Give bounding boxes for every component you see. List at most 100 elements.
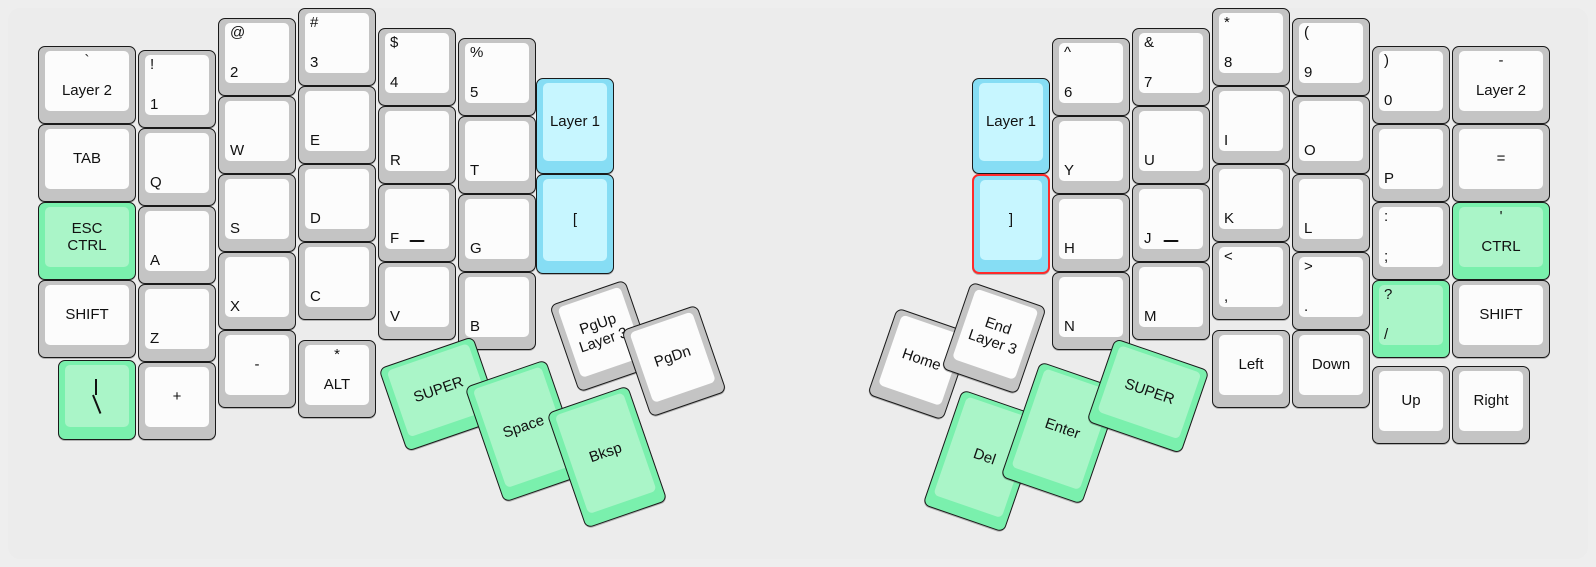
key-pgdn-legend: PgDn: [652, 342, 694, 372]
key-pipe-backslash[interactable]: [58, 360, 136, 440]
key-layer2-left[interactable]: `Layer 2: [38, 46, 136, 124]
key-layer1-left[interactable]: Layer 1: [536, 78, 614, 174]
key-o[interactable]: O: [1292, 96, 1370, 174]
key-period[interactable]: >.: [1292, 252, 1370, 330]
key-t-cap: T: [465, 121, 529, 181]
key-minus[interactable]: -: [218, 330, 296, 408]
key-slash-legend: /: [1384, 325, 1389, 343]
key-arrow-down-legend: Down: [1311, 356, 1351, 374]
key-6-legend: 6: [1064, 83, 1073, 101]
key-super-right-cap: SUPER: [1097, 345, 1202, 440]
key-left-bracket[interactable]: [: [536, 174, 614, 274]
key-l-cap: L: [1299, 179, 1363, 239]
key-slash[interactable]: ?/: [1372, 280, 1450, 358]
key-c[interactable]: C: [298, 242, 376, 320]
key-1[interactable]: !1: [138, 50, 216, 128]
key-h[interactable]: H: [1052, 194, 1130, 272]
key-layer2-right-top-legend: -: [1498, 52, 1504, 69]
key-alt[interactable]: *ALT: [298, 340, 376, 418]
key-u[interactable]: U: [1132, 106, 1210, 184]
key-t-legend: T: [470, 161, 480, 179]
key-a[interactable]: A: [138, 206, 216, 284]
key-period-top-legend: >: [1304, 258, 1313, 275]
key-equal-cap: =: [1459, 129, 1543, 189]
key-shift-left-legend: SHIFT: [65, 306, 109, 324]
key-u-legend: U: [1144, 151, 1155, 169]
key-semicolon[interactable]: :;: [1372, 202, 1450, 280]
key-e[interactable]: E: [298, 86, 376, 164]
key-arrow-left[interactable]: Left: [1212, 330, 1290, 408]
key-w[interactable]: W: [218, 96, 296, 174]
key-g[interactable]: G: [458, 194, 536, 272]
key-q[interactable]: Q: [138, 128, 216, 206]
key-m[interactable]: M: [1132, 262, 1210, 340]
key-plus[interactable]: +: [138, 362, 216, 440]
key-t[interactable]: T: [458, 116, 536, 194]
key-left-bracket-cap: [: [543, 179, 607, 261]
key-f[interactable]: F: [378, 184, 456, 262]
key-1-top-legend: !: [150, 56, 155, 73]
key-3[interactable]: #3: [298, 8, 376, 86]
key-layer1-right-cap: Layer 1: [979, 83, 1043, 161]
key-0[interactable]: )0: [1372, 46, 1450, 124]
key-4[interactable]: $4: [378, 28, 456, 106]
key-z[interactable]: Z: [138, 284, 216, 362]
key-z-legend: Z: [150, 329, 160, 347]
key-quote-ctrl[interactable]: 'CTRL: [1452, 202, 1550, 280]
key-5[interactable]: %5: [458, 38, 536, 116]
key-w-legend: W: [230, 141, 245, 159]
key-arrow-right[interactable]: Right: [1452, 366, 1530, 444]
key-x[interactable]: X: [218, 252, 296, 330]
key-tab-legend: TAB: [72, 150, 102, 168]
key-arrow-down[interactable]: Down: [1292, 330, 1370, 408]
key-e-cap: E: [305, 91, 369, 151]
key-n[interactable]: N: [1052, 272, 1130, 350]
key-p[interactable]: P: [1372, 124, 1450, 202]
key-b[interactable]: B: [458, 272, 536, 350]
key-i-cap: I: [1219, 91, 1283, 151]
key-7-legend: 7: [1144, 73, 1153, 91]
key-g-cap: G: [465, 199, 529, 259]
key-v-legend: V: [390, 307, 401, 325]
key-c-cap: C: [305, 247, 369, 307]
key-f-legend: F: [390, 229, 400, 247]
key-tab[interactable]: TAB: [38, 124, 136, 202]
key-shift-left[interactable]: SHIFT: [38, 280, 136, 358]
key-g-legend: G: [470, 239, 482, 257]
key-y[interactable]: Y: [1052, 116, 1130, 194]
key-9[interactable]: (9: [1292, 18, 1370, 96]
key-arrow-up[interactable]: Up: [1372, 366, 1450, 444]
key-layer1-right[interactable]: Layer 1: [972, 78, 1050, 174]
key-6-top-legend: ^: [1064, 44, 1072, 61]
key-comma[interactable]: <,: [1212, 242, 1290, 320]
key-l[interactable]: L: [1292, 174, 1370, 252]
key-layer2-right[interactable]: -Layer 2: [1452, 46, 1550, 124]
key-d[interactable]: D: [298, 164, 376, 242]
key-r[interactable]: R: [378, 106, 456, 184]
key-j[interactable]: J: [1132, 184, 1210, 262]
key-v[interactable]: V: [378, 262, 456, 340]
key-arrow-up-cap: Up: [1379, 371, 1443, 431]
key-enter-legend: Enter: [1042, 415, 1083, 443]
key-super-left-legend: SUPER: [411, 373, 466, 407]
key-6-cap: ^6: [1059, 43, 1123, 103]
key-k[interactable]: K: [1212, 164, 1290, 242]
key-i[interactable]: I: [1212, 86, 1290, 164]
key-j-legend: J: [1144, 229, 1152, 247]
key-5-cap: %5: [465, 43, 529, 103]
key-7-top-legend: &: [1144, 34, 1155, 51]
key-right-bracket[interactable]: ]: [972, 174, 1050, 274]
key-7[interactable]: &7: [1132, 28, 1210, 106]
key-equal-legend: =: [1496, 150, 1506, 168]
key-s[interactable]: S: [218, 174, 296, 252]
key-6[interactable]: ^6: [1052, 38, 1130, 116]
key-8[interactable]: *8: [1212, 8, 1290, 86]
key-arrow-right-legend: Right: [1473, 392, 1509, 410]
key-2[interactable]: @2: [218, 18, 296, 96]
key-i-legend: I: [1224, 131, 1229, 149]
key-s-legend: S: [230, 219, 241, 237]
key-shift-right[interactable]: SHIFT: [1452, 280, 1550, 358]
key-equal[interactable]: =: [1452, 124, 1550, 202]
